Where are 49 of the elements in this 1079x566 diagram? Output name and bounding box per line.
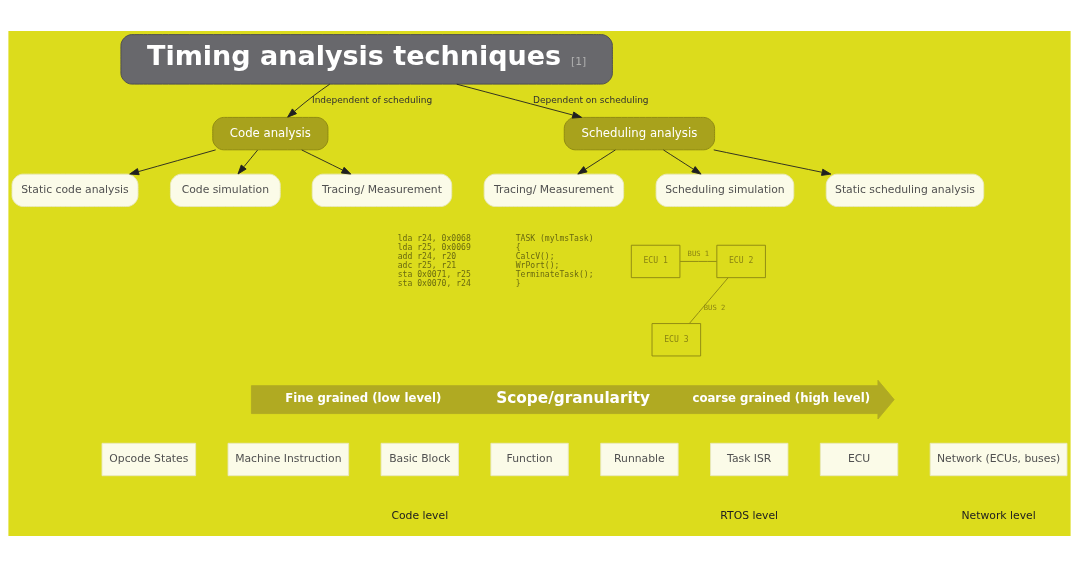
- arrow: [663, 149, 702, 175]
- edge-label: BUS 1: [687, 248, 710, 258]
- arrow: [287, 83, 331, 118]
- label: add r24, r20: [397, 250, 457, 261]
- label: CalcV();: [515, 250, 555, 261]
- edge-label: Independent of scheduling: [311, 94, 433, 105]
- node-box: Function: [490, 442, 569, 476]
- label: TASK (mylmsTask): [515, 232, 594, 243]
- arrow: [129, 148, 217, 175]
- node-box: Basic Block: [380, 442, 459, 476]
- node-box: Runnable: [600, 442, 679, 476]
- node-box: Network (ECUs, buses): [929, 442, 1068, 476]
- arrow: [456, 83, 583, 119]
- node-box: Timing analysis techniques [1]: [120, 33, 613, 85]
- label: RTOS level: [720, 508, 779, 522]
- label: lda r24, 0x0068: [397, 232, 471, 243]
- node-box: ECU: [819, 442, 899, 476]
- connector: [679, 260, 718, 262]
- label: Code level: [391, 508, 449, 522]
- node-box: Machine Instruction: [227, 442, 350, 476]
- node-box: Static code analysis: [11, 173, 139, 207]
- node-box: Opcode States: [101, 442, 197, 476]
- edge-label: Dependent on scheduling: [533, 94, 649, 105]
- node-box: Code analysis: [212, 116, 329, 150]
- label: {: [515, 241, 521, 252]
- node-box: Scheduling analysis: [563, 116, 716, 150]
- node-box: Static scheduling analysis: [825, 173, 985, 207]
- node-box: ECU 3: [651, 322, 702, 356]
- label: lda r25, 0x0069: [397, 241, 471, 252]
- node-box: Scheduling simulation: [655, 173, 795, 207]
- label: WrPort();: [515, 259, 560, 270]
- node-box: ECU 1: [630, 244, 681, 278]
- label: TerminateTask();: [515, 268, 594, 279]
- arrow: [713, 148, 832, 176]
- node-box: Code simulation: [170, 173, 281, 207]
- arrow: [577, 149, 616, 175]
- node-box: Tracing/ Measurement: [483, 173, 625, 207]
- connector: [688, 276, 729, 324]
- arrow: [237, 149, 258, 174]
- label: }: [515, 277, 521, 288]
- label: sta 0x0071, r25: [397, 268, 471, 279]
- arrow: [301, 149, 352, 175]
- label: adc r25, r21: [397, 259, 457, 270]
- node-box: Tracing/ Measurement: [311, 173, 453, 207]
- node-box: Task ISR: [710, 442, 789, 476]
- label: sta 0x0070, r24: [397, 277, 471, 288]
- edge-label: BUS 2: [703, 302, 726, 312]
- node-box: ECU 2: [716, 244, 766, 278]
- label: Network level: [961, 508, 1036, 522]
